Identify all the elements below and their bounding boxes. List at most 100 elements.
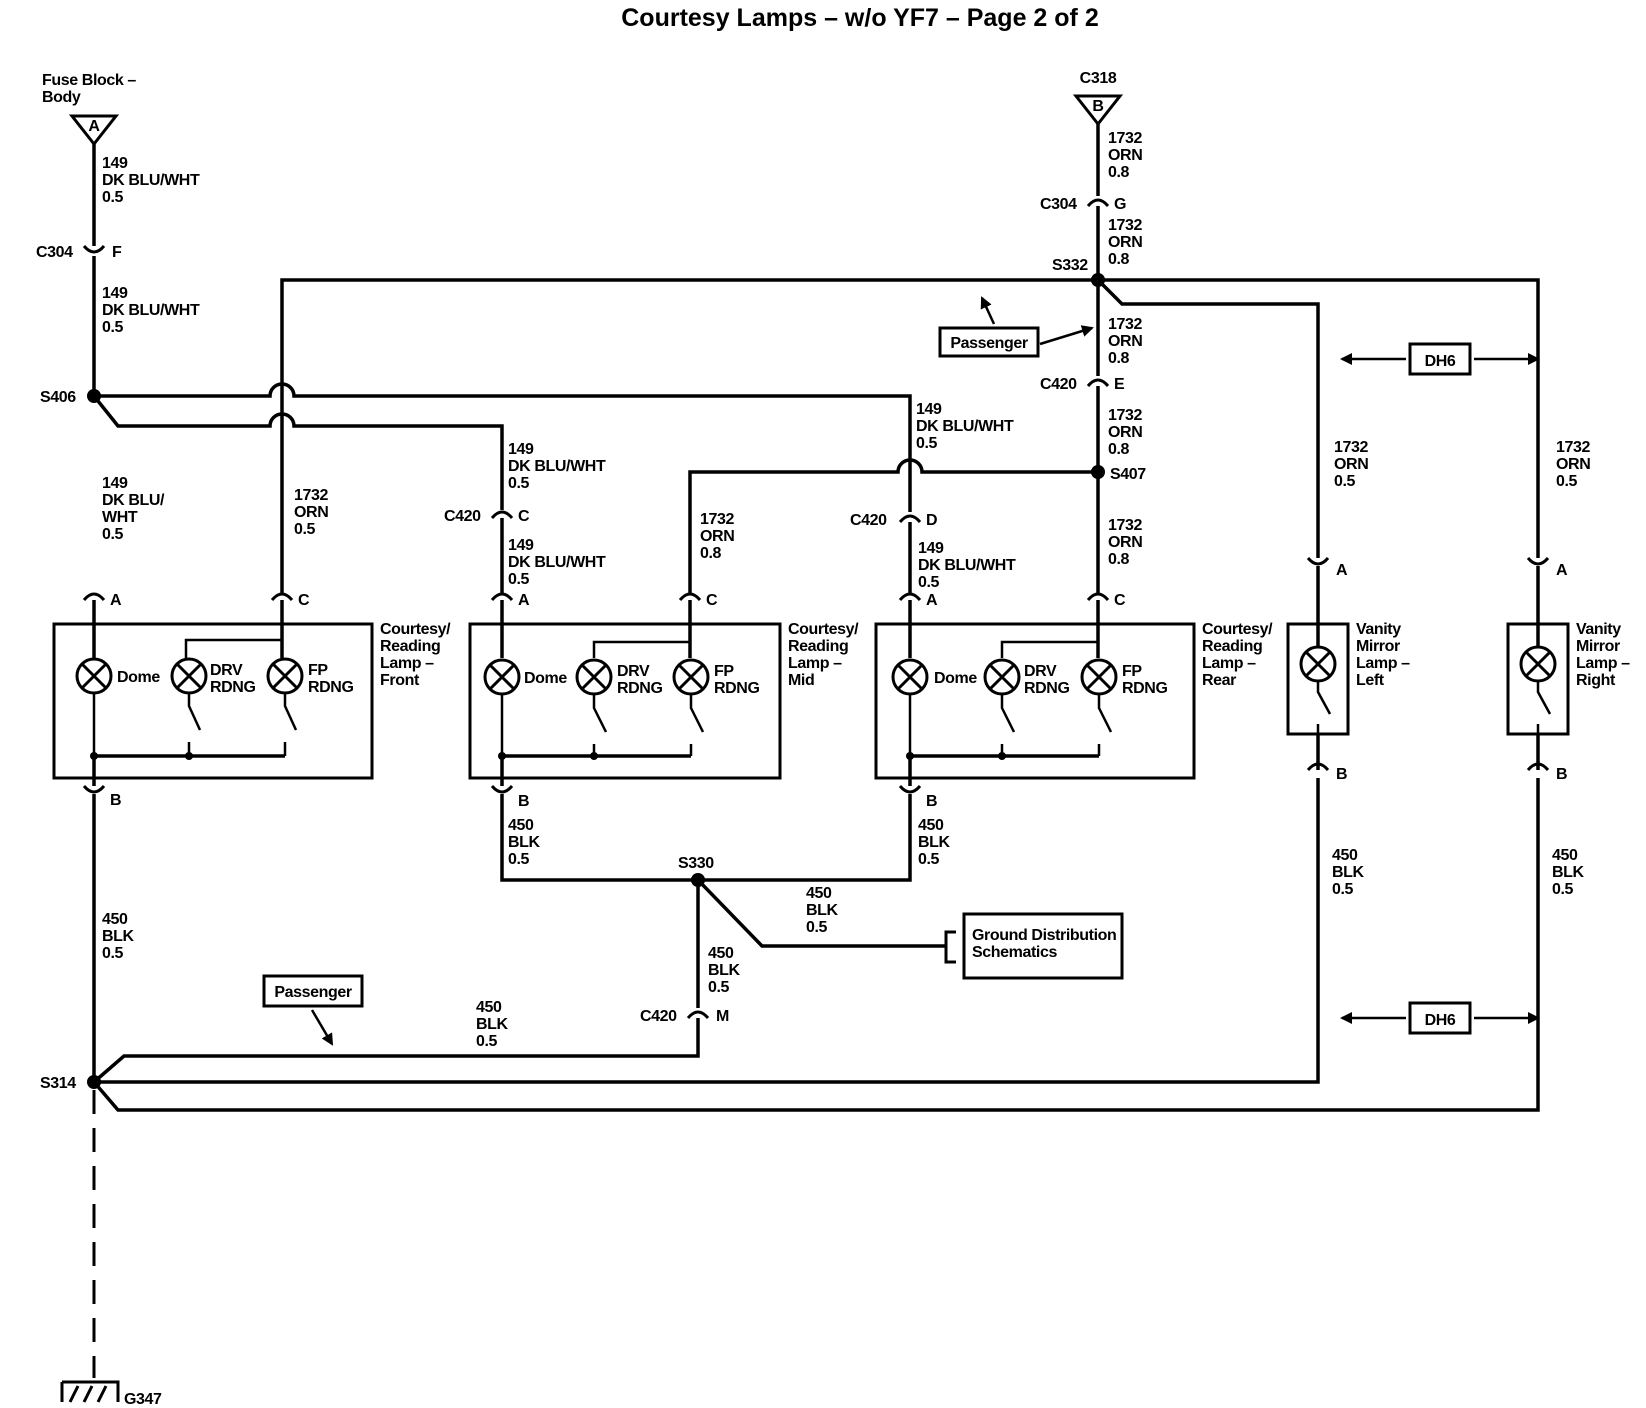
- wire-label-450-bottom: 450 BLK 0.5: [476, 999, 509, 1050]
- lamp-name-3: Lamp –: [1356, 655, 1410, 672]
- courtesy-lamp-rear: A C Dome DRV RDNG FP RDNG B Courtesy/ Re…: [874, 592, 1274, 810]
- fuse-block-pin: A: [88, 118, 100, 135]
- pin-a: A: [110, 592, 122, 609]
- wire-size: 0.8: [700, 545, 722, 562]
- wire-color: ORN: [700, 528, 734, 545]
- wire-size: 0.5: [918, 851, 940, 868]
- wire-circuit: 149: [508, 537, 534, 554]
- c304-g-name: C304: [1040, 196, 1077, 213]
- switch-icon: [283, 693, 298, 756]
- reference-bracket-icon: [944, 930, 956, 964]
- wire-circuit: 1732: [1108, 407, 1142, 424]
- c318-label: C318: [1080, 70, 1117, 87]
- drv-label-2: RDNG: [1024, 680, 1070, 697]
- connector-b-icon: [1526, 762, 1550, 772]
- drv-label-2: RDNG: [617, 680, 663, 697]
- wire-circuit: 450: [918, 817, 944, 834]
- connector-c-icon: [1086, 592, 1110, 602]
- wire-circuit: 149: [102, 475, 128, 492]
- wire-color: BLK: [1552, 864, 1585, 881]
- drv-label: DRV: [1024, 663, 1057, 680]
- wire-label-1732-front: 1732 ORN 0.5: [294, 487, 329, 538]
- wire-size: 0.8: [1108, 350, 1130, 367]
- wire-label-149-front: 149 DK BLU/ WHT 0.5: [102, 475, 165, 543]
- wire-label-450-rear: 450 BLK 0.5: [918, 817, 951, 868]
- wire-size: 0.5: [1552, 881, 1574, 898]
- lamp-name-4: Left: [1356, 672, 1385, 689]
- c420-e-name: C420: [1040, 376, 1077, 393]
- s407-label: S407: [1110, 466, 1146, 483]
- lamp-name-4: Rear: [1202, 672, 1236, 689]
- wire-size: 0.5: [918, 574, 940, 591]
- dh6-tag-top-label: DH6: [1425, 353, 1456, 370]
- fp-label: FP: [1122, 663, 1142, 680]
- lamp-name: Vanity: [1356, 621, 1401, 638]
- arrow-icon: [310, 1009, 334, 1046]
- wire-size: 0.8: [1108, 164, 1130, 181]
- fuse-block-source: Fuse Block – Body A: [42, 72, 137, 147]
- reference-line-1: Ground Distribution: [972, 927, 1116, 944]
- wire-color: ORN: [1334, 456, 1368, 473]
- c318-pin: B: [1092, 98, 1103, 115]
- wire-size: 0.5: [1334, 473, 1356, 490]
- wire-color: BLK: [508, 834, 541, 851]
- passenger-tag-bottom: Passenger: [262, 974, 364, 1046]
- courtesy-lamp-front: A C Dome DRV RDNG FP RDNG B Courtesy/ Re…: [52, 592, 452, 809]
- switch-icon: [1536, 681, 1552, 734]
- wire-label-1732-g: 1732 ORN 0.8: [1108, 217, 1143, 268]
- wire-label-1732-e: 1732 ORN 0.8: [1108, 316, 1143, 367]
- wire-color: BLK: [1332, 864, 1365, 881]
- c318-terminal-icon: [1072, 94, 1124, 127]
- connector-a-icon: [1526, 556, 1550, 566]
- wire-label-149-c420c: 149 DK BLU/WHT 0.5: [508, 441, 606, 492]
- wire-circuit: 450: [102, 911, 128, 928]
- vanity-mirror-lamp-right: A B Vanity Mirror Lamp – Right: [1506, 556, 1631, 783]
- c420-c-connector-icon: [490, 510, 514, 520]
- wire-color: ORN: [1108, 333, 1142, 350]
- pin-a: A: [1336, 562, 1348, 579]
- pin-a: A: [926, 592, 938, 609]
- wire-size: 0.5: [102, 319, 124, 336]
- fuse-block-terminal-icon: [68, 114, 120, 147]
- connector-b-icon: [490, 784, 514, 794]
- connector-a-icon: [1306, 556, 1330, 566]
- wire-label-450-mid: 450 BLK 0.5: [508, 817, 541, 868]
- wire-color: DK BLU/WHT: [916, 418, 1014, 435]
- drv-label: DRV: [617, 663, 650, 680]
- c420-d-connector-icon: [898, 514, 922, 524]
- fp-label-2: RDNG: [308, 679, 354, 696]
- wire-size: 0.5: [294, 521, 316, 538]
- wire-color-2: WHT: [102, 509, 138, 526]
- drv-label: DRV: [210, 662, 243, 679]
- wire-circuit: 1732: [1108, 316, 1142, 333]
- wire-color: DK BLU/WHT: [508, 554, 606, 571]
- wire-color: BLK: [476, 1016, 509, 1033]
- ground-icon: [60, 1380, 120, 1403]
- page-title: Courtesy Lamps – w/o YF7 – Page 2 of 2: [621, 4, 1098, 32]
- connector-c-icon: [270, 592, 294, 602]
- wire-circuit: 1732: [1334, 439, 1368, 456]
- wire-label-1732-mid: 1732 ORN 0.8: [700, 511, 735, 562]
- s332-label: S332: [1052, 257, 1088, 274]
- c420-c-pin: C: [518, 508, 530, 525]
- fp-label: FP: [714, 663, 734, 680]
- passenger-tag-top: Passenger: [938, 296, 1094, 358]
- wire-circuit: 450: [508, 817, 534, 834]
- wire-size: 0.5: [102, 526, 124, 543]
- lamp-name: Vanity: [1576, 621, 1621, 638]
- wire-label-1732-top: 1732 ORN 0.8: [1108, 130, 1143, 181]
- c420-d-pin: D: [926, 512, 937, 529]
- wire-circuit: 450: [476, 999, 502, 1016]
- wire-color: ORN: [1108, 534, 1142, 551]
- wire-label-450-front: 450 BLK 0.5: [102, 911, 135, 962]
- wire-circuit: 450: [708, 945, 734, 962]
- fp-label-2: RDNG: [1122, 680, 1168, 697]
- wire-circuit: 1732: [700, 511, 734, 528]
- lamp-name-2: Mirror: [1576, 638, 1620, 655]
- switch-icon: [1097, 694, 1113, 756]
- wire-circuit: 1732: [1108, 517, 1142, 534]
- wire-color: ORN: [1108, 424, 1142, 441]
- wire-size: 0.8: [1108, 251, 1130, 268]
- fuse-block-label: Fuse Block –: [42, 72, 136, 89]
- wire-label-450-vanity-right: 450 BLK 0.5: [1552, 847, 1585, 898]
